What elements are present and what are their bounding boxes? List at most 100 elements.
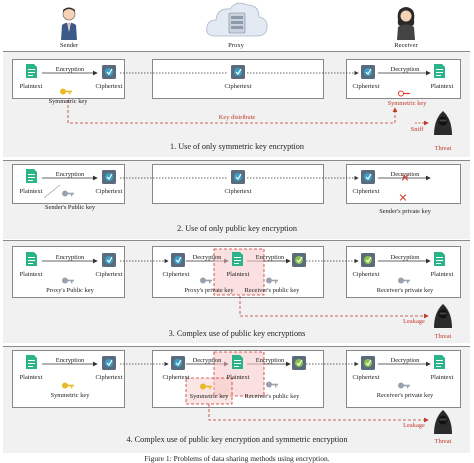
s4-symmetric-key-label: Symmetric key	[50, 392, 90, 399]
proxy-label: Proxy	[228, 42, 244, 49]
s1-sniff-label: Sniff	[410, 126, 424, 133]
s2-proxy-cipher-icon	[231, 170, 245, 184]
s1-caption: 1. Use of only symmetric key encryption	[170, 142, 304, 151]
s3-leakage-label: Leakage	[403, 318, 425, 325]
s3-plaintext-label: Plaintext	[19, 271, 43, 278]
s3-hacker-icon	[434, 304, 452, 328]
s3-proxy-plaintext-icon	[232, 252, 243, 266]
sender-label: Sender	[59, 42, 79, 49]
s3-proxy-encryption-label: Encryption	[255, 254, 285, 261]
s4-encryption-label: Encryption	[55, 357, 85, 364]
s3-proxy-plaintext-label: Plaintext	[226, 271, 250, 278]
s4-proxy-decryption-label: Decryption	[192, 357, 222, 364]
s1-proxy-cipher-icon	[231, 65, 245, 79]
s1-sender-cipher-icon	[102, 65, 116, 79]
s1-plaintext-label: Plaintext	[19, 83, 43, 90]
s4-receiver-plaintext-label: Plaintext	[430, 374, 454, 381]
s3-receiver-privkey-icon	[398, 277, 410, 284]
s2-key-fail-x-icon: ✕	[398, 191, 408, 205]
s1-encryption-label: Encryption	[55, 66, 85, 73]
s4-proxy-symkey-icon	[200, 383, 212, 390]
s4-hacker-icon	[434, 410, 452, 434]
s3-proxys-public-key-label: Proxy's Public key	[46, 287, 94, 294]
s3-proxy-decryption-label: Decryption	[192, 254, 222, 261]
s4-proxy-out-cipher-icon	[292, 356, 306, 370]
s3-receiver-plaintext-label: Plaintext	[430, 271, 454, 278]
s1-receiver-plaintext-icon	[434, 64, 445, 78]
s2-senders-private-key-label: Sender's private key	[379, 208, 431, 215]
s3-leakage-path	[239, 296, 429, 319]
s2-decryption-label: Decryption	[390, 171, 420, 178]
s3-receiver-plaintext-icon	[434, 252, 445, 266]
s3-proxy-in-ciphertext-label: Ciphertext	[162, 271, 190, 278]
s2-receiver-box	[346, 164, 461, 204]
s3-threat-label: Threat	[434, 333, 452, 340]
s4-decryption-label: Decryption	[390, 357, 420, 364]
s2-encryption-label: Encryption	[55, 171, 85, 178]
s2-sender-cipher-icon	[102, 170, 116, 184]
s2-receiver-ciphertext-label: Ciphertext	[352, 188, 380, 195]
s4-proxy-plaintext-label: Plaintext	[226, 374, 250, 381]
s4-sender-ciphertext-label: Ciphertext	[95, 374, 123, 381]
s1-plaintext-doc-icon	[26, 64, 37, 78]
s4-plaintext-label: Plaintext	[19, 374, 43, 381]
s4-proxy-encryption-label: Encryption	[255, 357, 285, 364]
s3-proxy-privkey-icon	[200, 277, 212, 284]
s3-encryption-label: Encryption	[55, 254, 85, 261]
s2-sender-ciphertext-label: Ciphertext	[95, 188, 123, 195]
s3-caption: 3. Complex use of public key encryptions	[168, 329, 306, 338]
s1-key-distribute-path	[67, 100, 398, 124]
s4-receivers-private-key-label: Receiver's private key	[376, 392, 434, 399]
s3-proxy-in-cipher-icon	[171, 253, 185, 267]
s3-proxy-pubkey-icon	[62, 277, 74, 284]
s3-proxy-out-cipher-icon	[292, 253, 306, 267]
s4-caption: 4. Complex use of public key encryption …	[126, 435, 348, 444]
s4-receiver-privkey-icon	[398, 382, 410, 389]
s4-plaintext-doc-icon	[26, 355, 37, 369]
s1-symkey-sender-label: Symmetric key	[48, 98, 88, 105]
s1-threat-label: Threat	[434, 145, 452, 152]
s3-decryption-label: Decryption	[390, 254, 420, 261]
sender-avatar-icon	[60, 6, 78, 40]
s1-receiver-key-icon	[398, 90, 410, 97]
s3-receiver-pubkey-icon	[266, 277, 278, 284]
s1-receiver-ciphertext-label: Ciphertext	[352, 83, 380, 90]
s2-plaintext-label: Plaintext	[19, 188, 43, 195]
s3-plaintext-doc-icon	[26, 252, 37, 266]
s1-receiver-plaintext-label: Plaintext	[430, 83, 454, 90]
receiver-label: Receiver	[394, 42, 418, 49]
s2-caption: 2. Use of only public key encryption	[177, 224, 297, 233]
s4-receiver-plaintext-icon	[434, 355, 445, 369]
s2-decrypt-fail-x-icon: ✕	[400, 171, 410, 185]
s3-sender-cipher-icon	[102, 253, 116, 267]
s4-sender-symkey-icon	[62, 382, 74, 389]
s2-sender-pubkey-icon	[62, 190, 74, 197]
s1-key-distribute-label: Key distribute	[218, 114, 256, 121]
s1-receiver-cipher-icon	[361, 65, 375, 79]
s4-receiver-cipher-icon	[361, 356, 375, 370]
s4-proxy-symmetric-key-label: Symmetric key	[189, 393, 229, 400]
s1-sender-ciphertext-label: Ciphertext	[95, 83, 123, 90]
s4-proxy-in-ciphertext-label: Ciphertext	[162, 374, 190, 381]
s2-proxy-ciphertext-label: Ciphertext	[224, 188, 252, 195]
s1-receiver-symkey-label: Symmetric key	[387, 100, 427, 107]
receiver-avatar-icon	[395, 6, 417, 40]
s1-sym-key-icon	[60, 88, 72, 95]
s1-hacker-icon	[434, 111, 452, 135]
s1-decryption-label: Decryption	[390, 66, 420, 73]
s4-sender-cipher-icon	[102, 356, 116, 370]
s3-receivers-public-key-label: Receiver's public key	[244, 287, 300, 294]
s4-leakage-label: Leakage	[403, 422, 425, 429]
s4-symkey-highlight	[185, 377, 233, 405]
s2-receiver-cipher-icon	[361, 170, 375, 184]
s3-receivers-private-key-label: Receiver's private key	[376, 287, 434, 294]
s2-senders-public-key-label: Sender's Public key	[44, 204, 96, 211]
s4-proxy-plaintext-icon	[232, 355, 243, 369]
s3-receiver-ciphertext-label: Ciphertext	[352, 271, 380, 278]
proxy-cloud-icon	[205, 0, 269, 40]
s2-plaintext-doc-icon	[26, 169, 37, 183]
s4-proxy-in-cipher-icon	[171, 356, 185, 370]
s3-sender-ciphertext-label: Ciphertext	[95, 271, 123, 278]
s4-threat-label: Threat	[434, 438, 452, 445]
s3-receiver-cipher-icon	[361, 253, 375, 267]
